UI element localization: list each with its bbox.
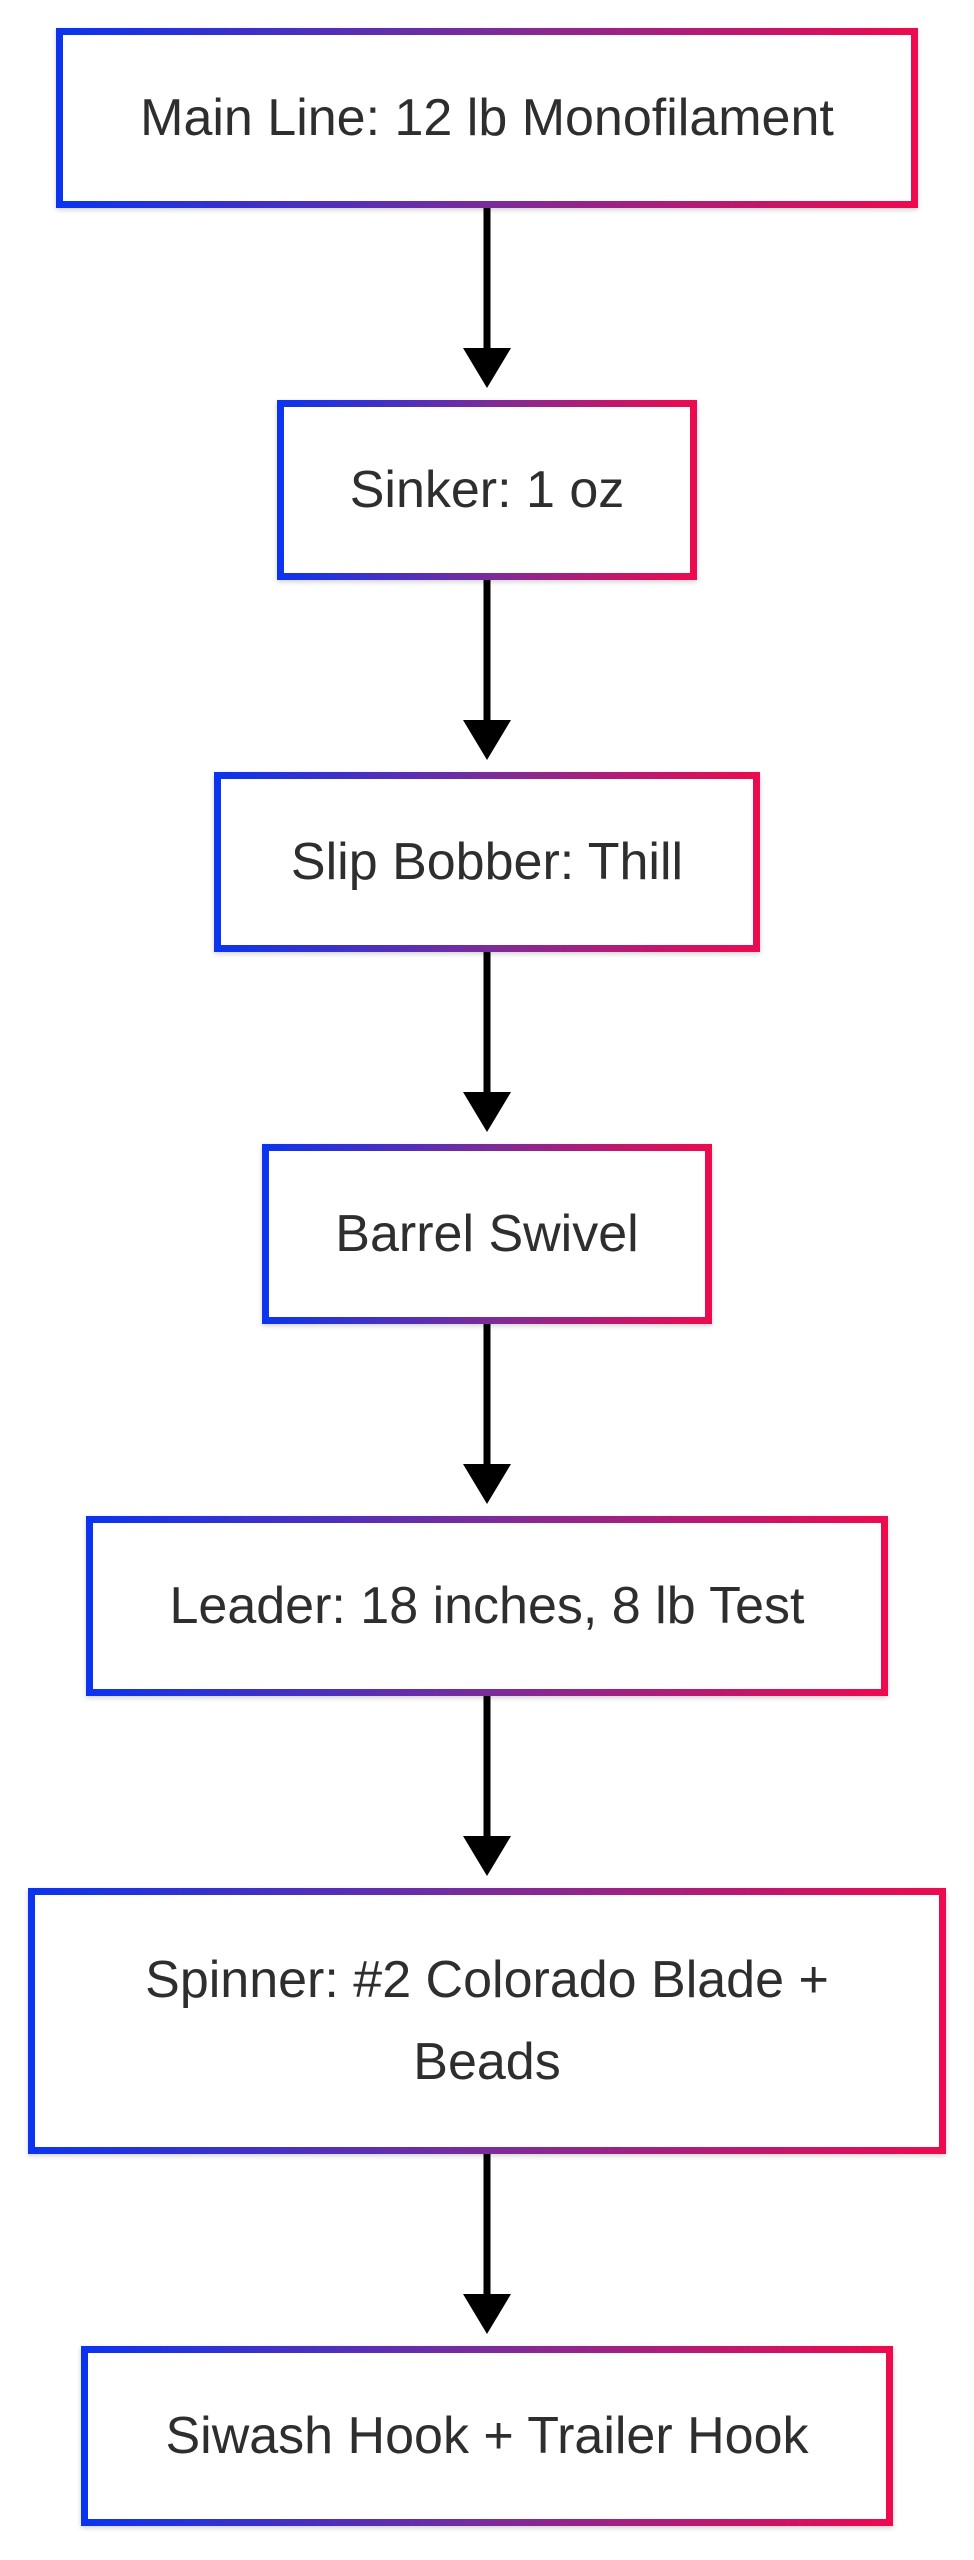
arrowhead-icon [463,1464,511,1504]
node-hook: Siwash Hook + Trailer Hook [81,2346,893,2526]
edge-main-line-to-sinker [463,206,511,388]
node-leader: Leader: 18 inches, 8 lb Test [86,1516,888,1696]
node-main-line: Main Line: 12 lb Monofilament [56,28,918,208]
node-label: Barrel Swivel [335,1205,639,1263]
node-label: Main Line: 12 lb Monofilament [140,89,834,147]
edge-spinner-to-hook [463,2152,511,2334]
node-label: Slip Bobber: Thill [290,833,684,891]
edge-sinker-to-slip-bobber [463,578,511,760]
edge-barrel-swivel-to-leader [463,1322,511,1504]
edge-leader-to-spinner [463,1694,511,1876]
edge-slip-bobber-to-barrel-swivel [463,950,511,1132]
node-label: Spinner: #2 Colorado Blade + Beads [145,1951,829,2091]
arrowhead-icon [463,720,511,760]
arrowhead-icon [463,348,511,388]
arrowhead-icon [463,1836,511,1876]
arrowhead-icon [463,1092,511,1132]
node-sinker: Sinker: 1 oz [277,400,697,580]
node-label: Siwash Hook + Trailer Hook [165,2407,809,2465]
node-slip-bobber: Slip Bobber: Thill [214,772,760,952]
node-barrel-swivel: Barrel Swivel [262,1144,712,1324]
node-label: Leader: 18 inches, 8 lb Test [169,1577,805,1635]
node-spinner: Spinner: #2 Colorado Blade + Beads [28,1888,946,2154]
node-label: Sinker: 1 oz [349,461,625,519]
arrowhead-icon [463,2294,511,2334]
